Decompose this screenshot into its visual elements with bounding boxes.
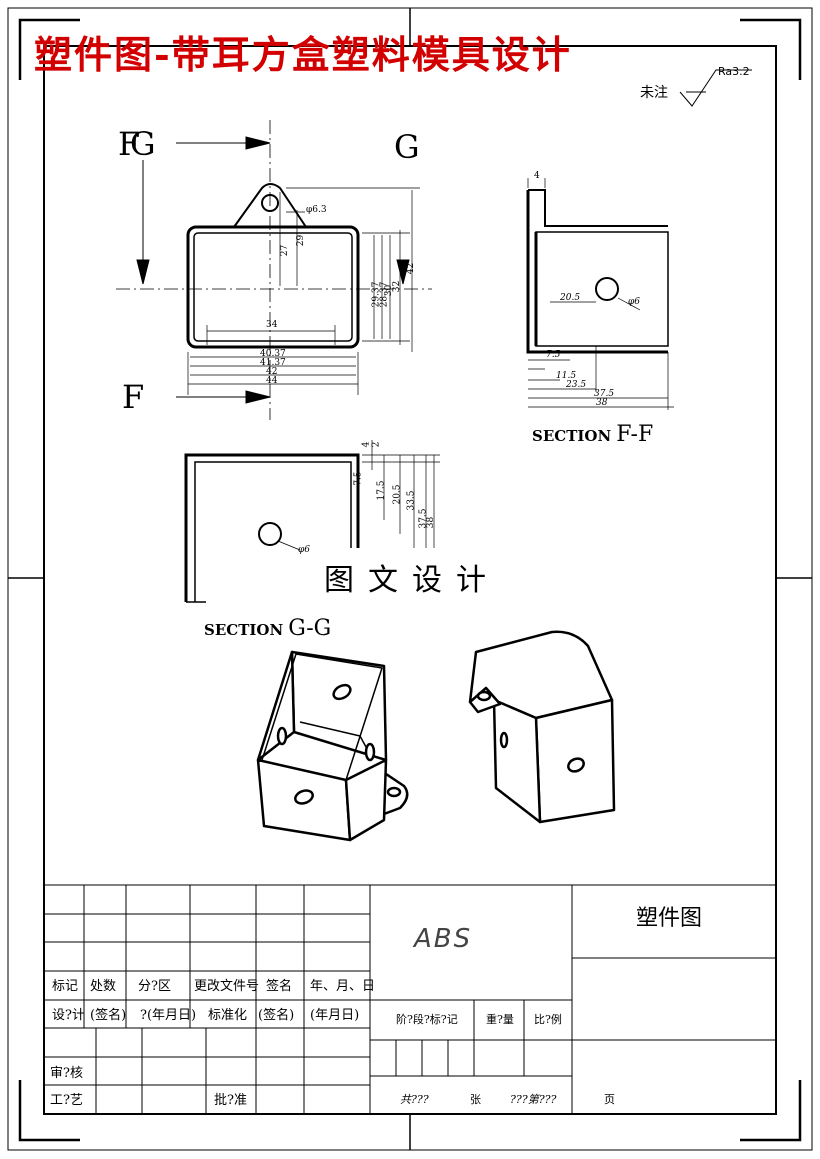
section-gg-view: [184, 440, 440, 603]
dim-label: 2: [371, 441, 382, 448]
tb-review: 审?核: [50, 1066, 83, 1081]
tb-weight: 重?量: [486, 1013, 514, 1026]
dim-label: 23.5: [566, 380, 587, 390]
tb-standard: 标准化: [208, 1008, 248, 1023]
dim-label: 20.5: [560, 293, 581, 303]
dim-label: 34: [266, 320, 278, 330]
tb-drawing-name: 塑件图: [636, 906, 703, 931]
section-ff-label: SECTION F-F: [532, 424, 653, 446]
tb-design-date: ?(年月日): [140, 1008, 197, 1023]
tb-stage-mark: 阶?段?标?记: [396, 1013, 458, 1026]
dim-label: 7.5: [546, 350, 561, 360]
tb-approve: 批?准: [214, 1093, 247, 1108]
dim-label: 40.37: [260, 349, 286, 359]
title-banner: 塑件图-带耳方盒塑料模具设计: [34, 32, 572, 77]
dim-label: 38: [426, 516, 437, 529]
tb-sheet-no: ???第???: [510, 1093, 557, 1106]
isometric-open-view: [256, 650, 409, 842]
dim-label: 11.5: [556, 371, 577, 381]
section-gg-label: SECTION G-G: [204, 618, 331, 640]
section-ff-view: [526, 178, 674, 410]
isometric-closed-view: [468, 630, 616, 824]
dim-label: 4: [361, 441, 372, 448]
tb-process: 工?艺: [50, 1093, 83, 1108]
roughness-value: Ra3.2: [718, 65, 750, 78]
section-gg-word: SECTION: [204, 621, 284, 639]
title-block: [44, 884, 776, 1114]
tb-header-zone: 分?区: [138, 979, 171, 994]
section-ff-id: F-F: [616, 422, 654, 447]
roughness-symbol: [679, 69, 752, 107]
dim-label: 20.5: [392, 484, 403, 505]
tb-design-sign: (签名): [90, 1008, 127, 1023]
tb-design: 设?计: [52, 1008, 85, 1023]
tb-header-sign: 签名: [266, 979, 293, 994]
dim-label: 29: [296, 234, 307, 247]
dim-label: 44: [266, 376, 278, 386]
section-ff-word: SECTION: [532, 427, 612, 445]
roughness-note: 未注: [640, 85, 668, 101]
tb-sheet-unit: 张: [470, 1093, 481, 1106]
tb-page-unit: 页: [604, 1093, 615, 1106]
tb-header-mark: 标记: [52, 979, 79, 994]
tb-sheets: 共???: [400, 1093, 429, 1106]
dim-label: 38: [596, 398, 608, 408]
dim-label: φ6.3: [306, 205, 327, 215]
dim-label: φ6: [298, 545, 311, 555]
dim-label: 27: [280, 244, 291, 257]
dim-label: 37.5: [594, 389, 615, 399]
dim-label: 7.5: [353, 471, 364, 486]
watermark: 图文设计: [318, 564, 506, 598]
dim-label: 32: [392, 280, 403, 293]
dim-label: 42: [406, 262, 417, 275]
view-letter-f: F: [122, 378, 145, 416]
tb-standard-sign: (签名): [258, 1008, 295, 1023]
roughness-note-row: 未注: [640, 86, 668, 100]
top-view: [116, 120, 432, 420]
tb-header-change-doc: 更改文件号: [194, 979, 260, 994]
dim-label: 17.5: [376, 480, 387, 501]
tb-header-date: 年、月、日: [310, 979, 376, 994]
dim-label: 4: [534, 171, 540, 181]
tb-scale: 比?例: [534, 1013, 562, 1026]
view-letter-f-overlap: F: [118, 125, 141, 163]
view-letter-g-right: G: [394, 128, 420, 166]
dim-label: 41.37: [260, 358, 286, 368]
section-gg-id: G-G: [288, 616, 332, 641]
tb-material: ABS: [414, 924, 473, 954]
view-letter-g-left: G: [130, 125, 156, 163]
dim-label: 33.5: [406, 490, 417, 511]
tb-standard-date: (年月日): [310, 1008, 360, 1023]
dim-label: φ6: [628, 297, 641, 307]
tb-header-count: 处数: [90, 979, 117, 994]
dim-label: 42: [266, 367, 278, 377]
